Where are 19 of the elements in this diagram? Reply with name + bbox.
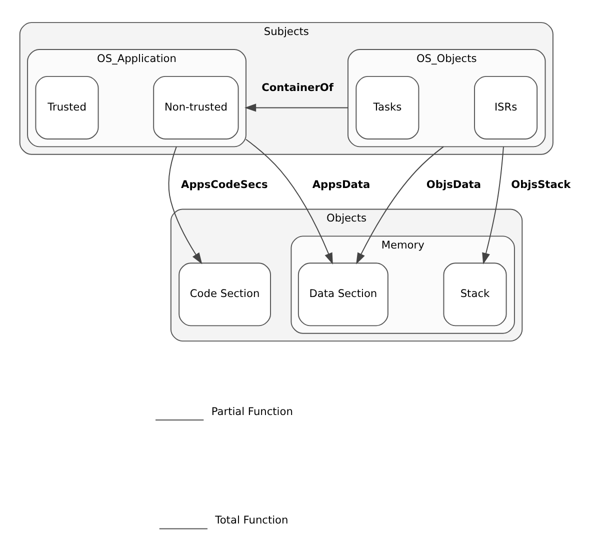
edge-label: ContainerOf	[262, 82, 334, 94]
edge-label: AppsCodeSecs	[181, 178, 268, 190]
arrow	[482, 146, 504, 264]
arrow	[356, 146, 444, 264]
node-box: Stack	[443, 262, 507, 326]
node-box: Data Section	[298, 262, 388, 326]
edge-label: ObjsData	[426, 178, 482, 190]
node-box: ISRs	[474, 75, 538, 139]
edge-label: AppsData	[312, 178, 370, 190]
arrow	[246, 138, 333, 264]
legend-label: Total Function	[215, 514, 288, 526]
arrow	[244, 103, 348, 112]
node-box: Code Section	[178, 262, 271, 326]
node-box: Tasks	[356, 75, 420, 139]
arrow	[168, 146, 202, 264]
node-box: Non-trusted	[153, 75, 239, 139]
edge-label: ObjsStack	[511, 178, 571, 190]
node-box: Trusted	[35, 75, 99, 139]
legend-label: Partial Function	[211, 405, 293, 418]
